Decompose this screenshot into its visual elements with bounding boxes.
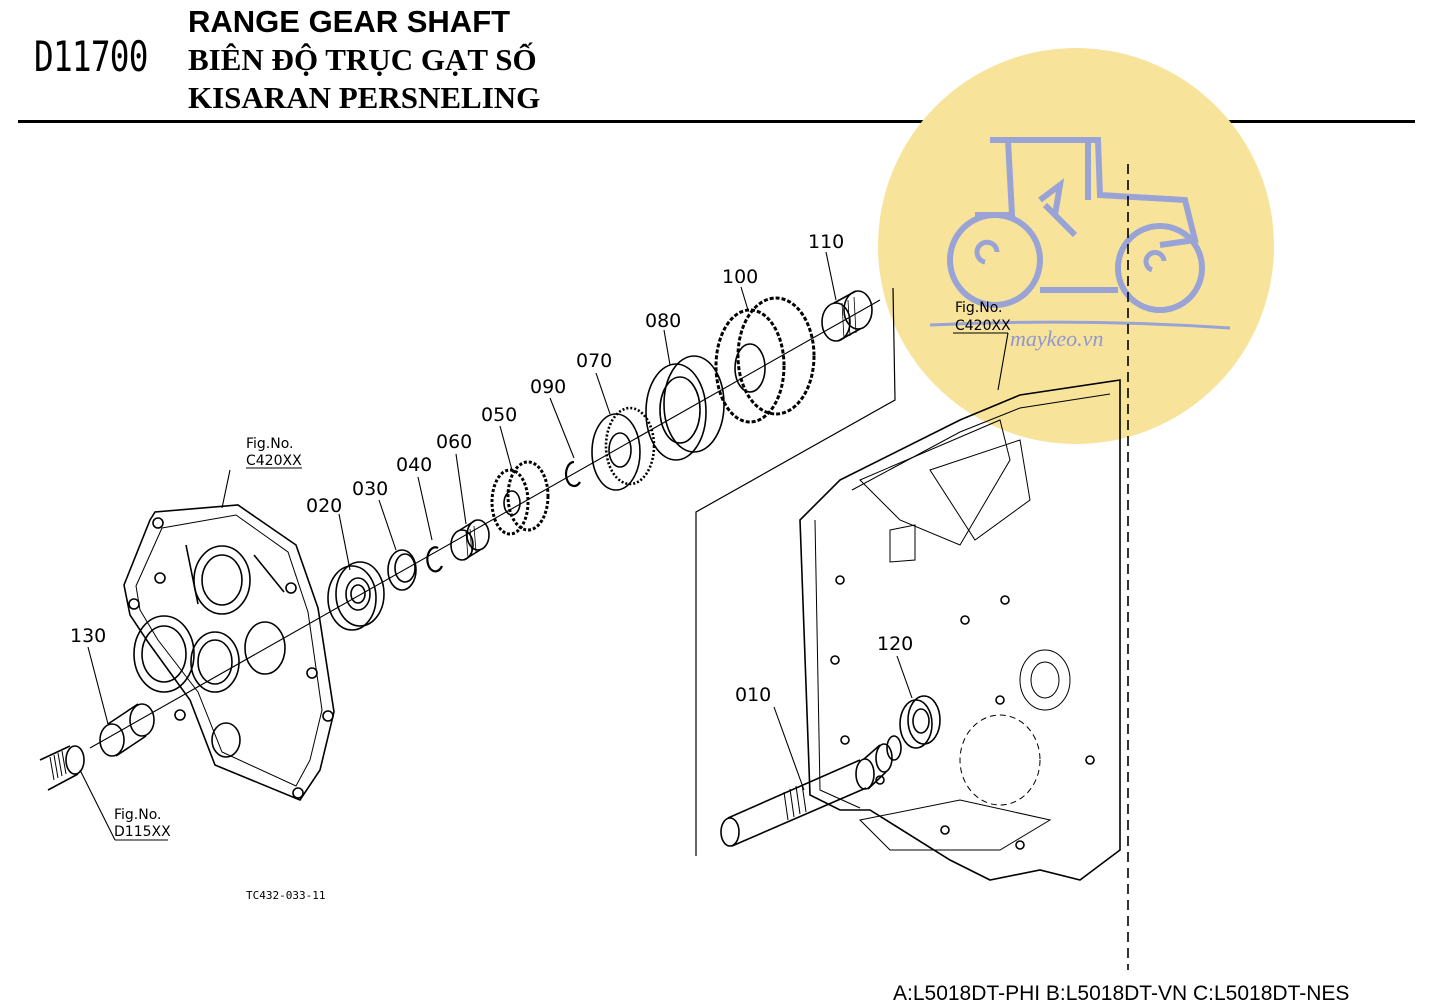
part-120-bearing [899, 695, 941, 749]
diagram-code: D11700 [34, 32, 148, 81]
watermark-text: maykeo.vn [1010, 326, 1103, 351]
part-010-shaft [720, 735, 902, 847]
part-label-030: 030 [352, 478, 388, 500]
part-100-gear [714, 296, 816, 424]
part-label-120: 120 [877, 633, 913, 655]
shaft-end-left [39, 745, 85, 791]
part-130-sleeve [99, 703, 155, 757]
part-label-070: 070 [576, 350, 612, 372]
fig-ref-number: C420XX [246, 453, 302, 469]
fig-ref-title: Fig.No. [114, 807, 162, 823]
model-footer: A:L5018DT-PHI B:L5018DT-VN C:L5018DT-NES [893, 982, 1350, 1005]
part-020-bearing [327, 561, 385, 631]
part-label-080: 080 [645, 310, 681, 332]
part-040-snap-ring [426, 546, 444, 573]
drawing-reference: TC432-033-11 [246, 889, 325, 902]
part-030-ring [387, 549, 417, 591]
part-label-010: 010 [735, 684, 771, 706]
fig-ref-number: D115XX [114, 824, 171, 840]
part-label-100: 100 [722, 266, 758, 288]
part-label-020: 020 [306, 495, 342, 517]
part-label-060: 060 [436, 431, 472, 453]
part-060-needle-bearing [450, 519, 490, 561]
title-english: RANGE GEAR SHAFT [188, 4, 511, 39]
fig-ref-title: Fig.No. [246, 436, 294, 452]
title-vietnamese: BIÊN ĐỘ TRỤC GẠT SỐ [188, 42, 537, 77]
part-label-050: 050 [481, 404, 517, 426]
part-090-snap-ring [564, 460, 581, 488]
fig-ref-title: Fig.No. [955, 300, 1003, 316]
header-rule [18, 120, 1415, 123]
part-label-110: 110 [808, 231, 844, 253]
fig-ref-number: C420XX [955, 318, 1011, 334]
part-label-090: 090 [530, 376, 566, 398]
leader-lines [79, 251, 1009, 841]
part-070-gear [591, 406, 656, 491]
part-050-gear [490, 460, 550, 536]
watermark: maykeo.vn [878, 48, 1274, 444]
transmission-case [799, 379, 1121, 881]
part-110-needle-bearing [821, 290, 873, 342]
tractor-logo-icon [929, 137, 1231, 330]
assembly-bracket [695, 287, 896, 856]
title-indonesian: KISARAN PERSNELING [188, 80, 541, 115]
cover-plate [123, 504, 335, 801]
part-label-040: 040 [396, 454, 432, 476]
part-080-hub [645, 355, 725, 461]
part-label-130: 130 [70, 625, 106, 647]
